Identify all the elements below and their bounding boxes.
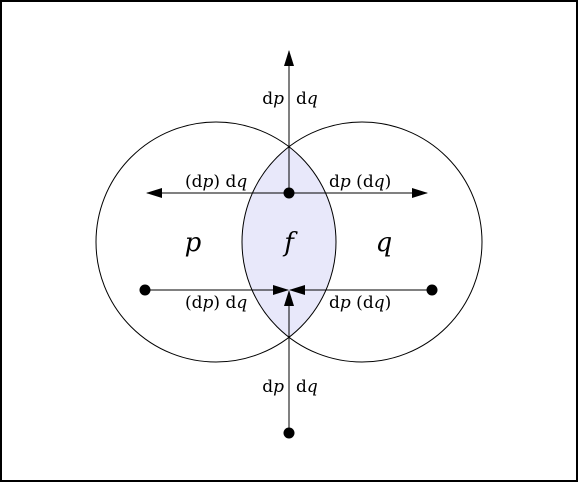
label-top-arrow-left: dp <box>262 89 284 109</box>
label-upper-right: dp (dq) <box>329 172 391 192</box>
circle-p <box>95 121 337 363</box>
label-lower-left: (dp) dq <box>185 293 247 313</box>
label-upper-left: (dp) dq <box>185 172 247 192</box>
dot-bottom <box>283 427 295 439</box>
region-label-p: p <box>185 228 202 258</box>
dot-left <box>139 284 151 296</box>
dot-right <box>426 284 438 296</box>
dot-center <box>283 187 295 199</box>
label-bottom-arrow-left: dp <box>262 377 284 397</box>
label-lower-right: dp (dq) <box>329 293 391 313</box>
circle-q <box>241 121 483 363</box>
label-top-arrow-right: dq <box>296 89 318 109</box>
intersection-lens <box>242 146 336 337</box>
label-bottom-arrow-right: dq <box>296 377 318 397</box>
region-label-q: q <box>376 228 393 258</box>
